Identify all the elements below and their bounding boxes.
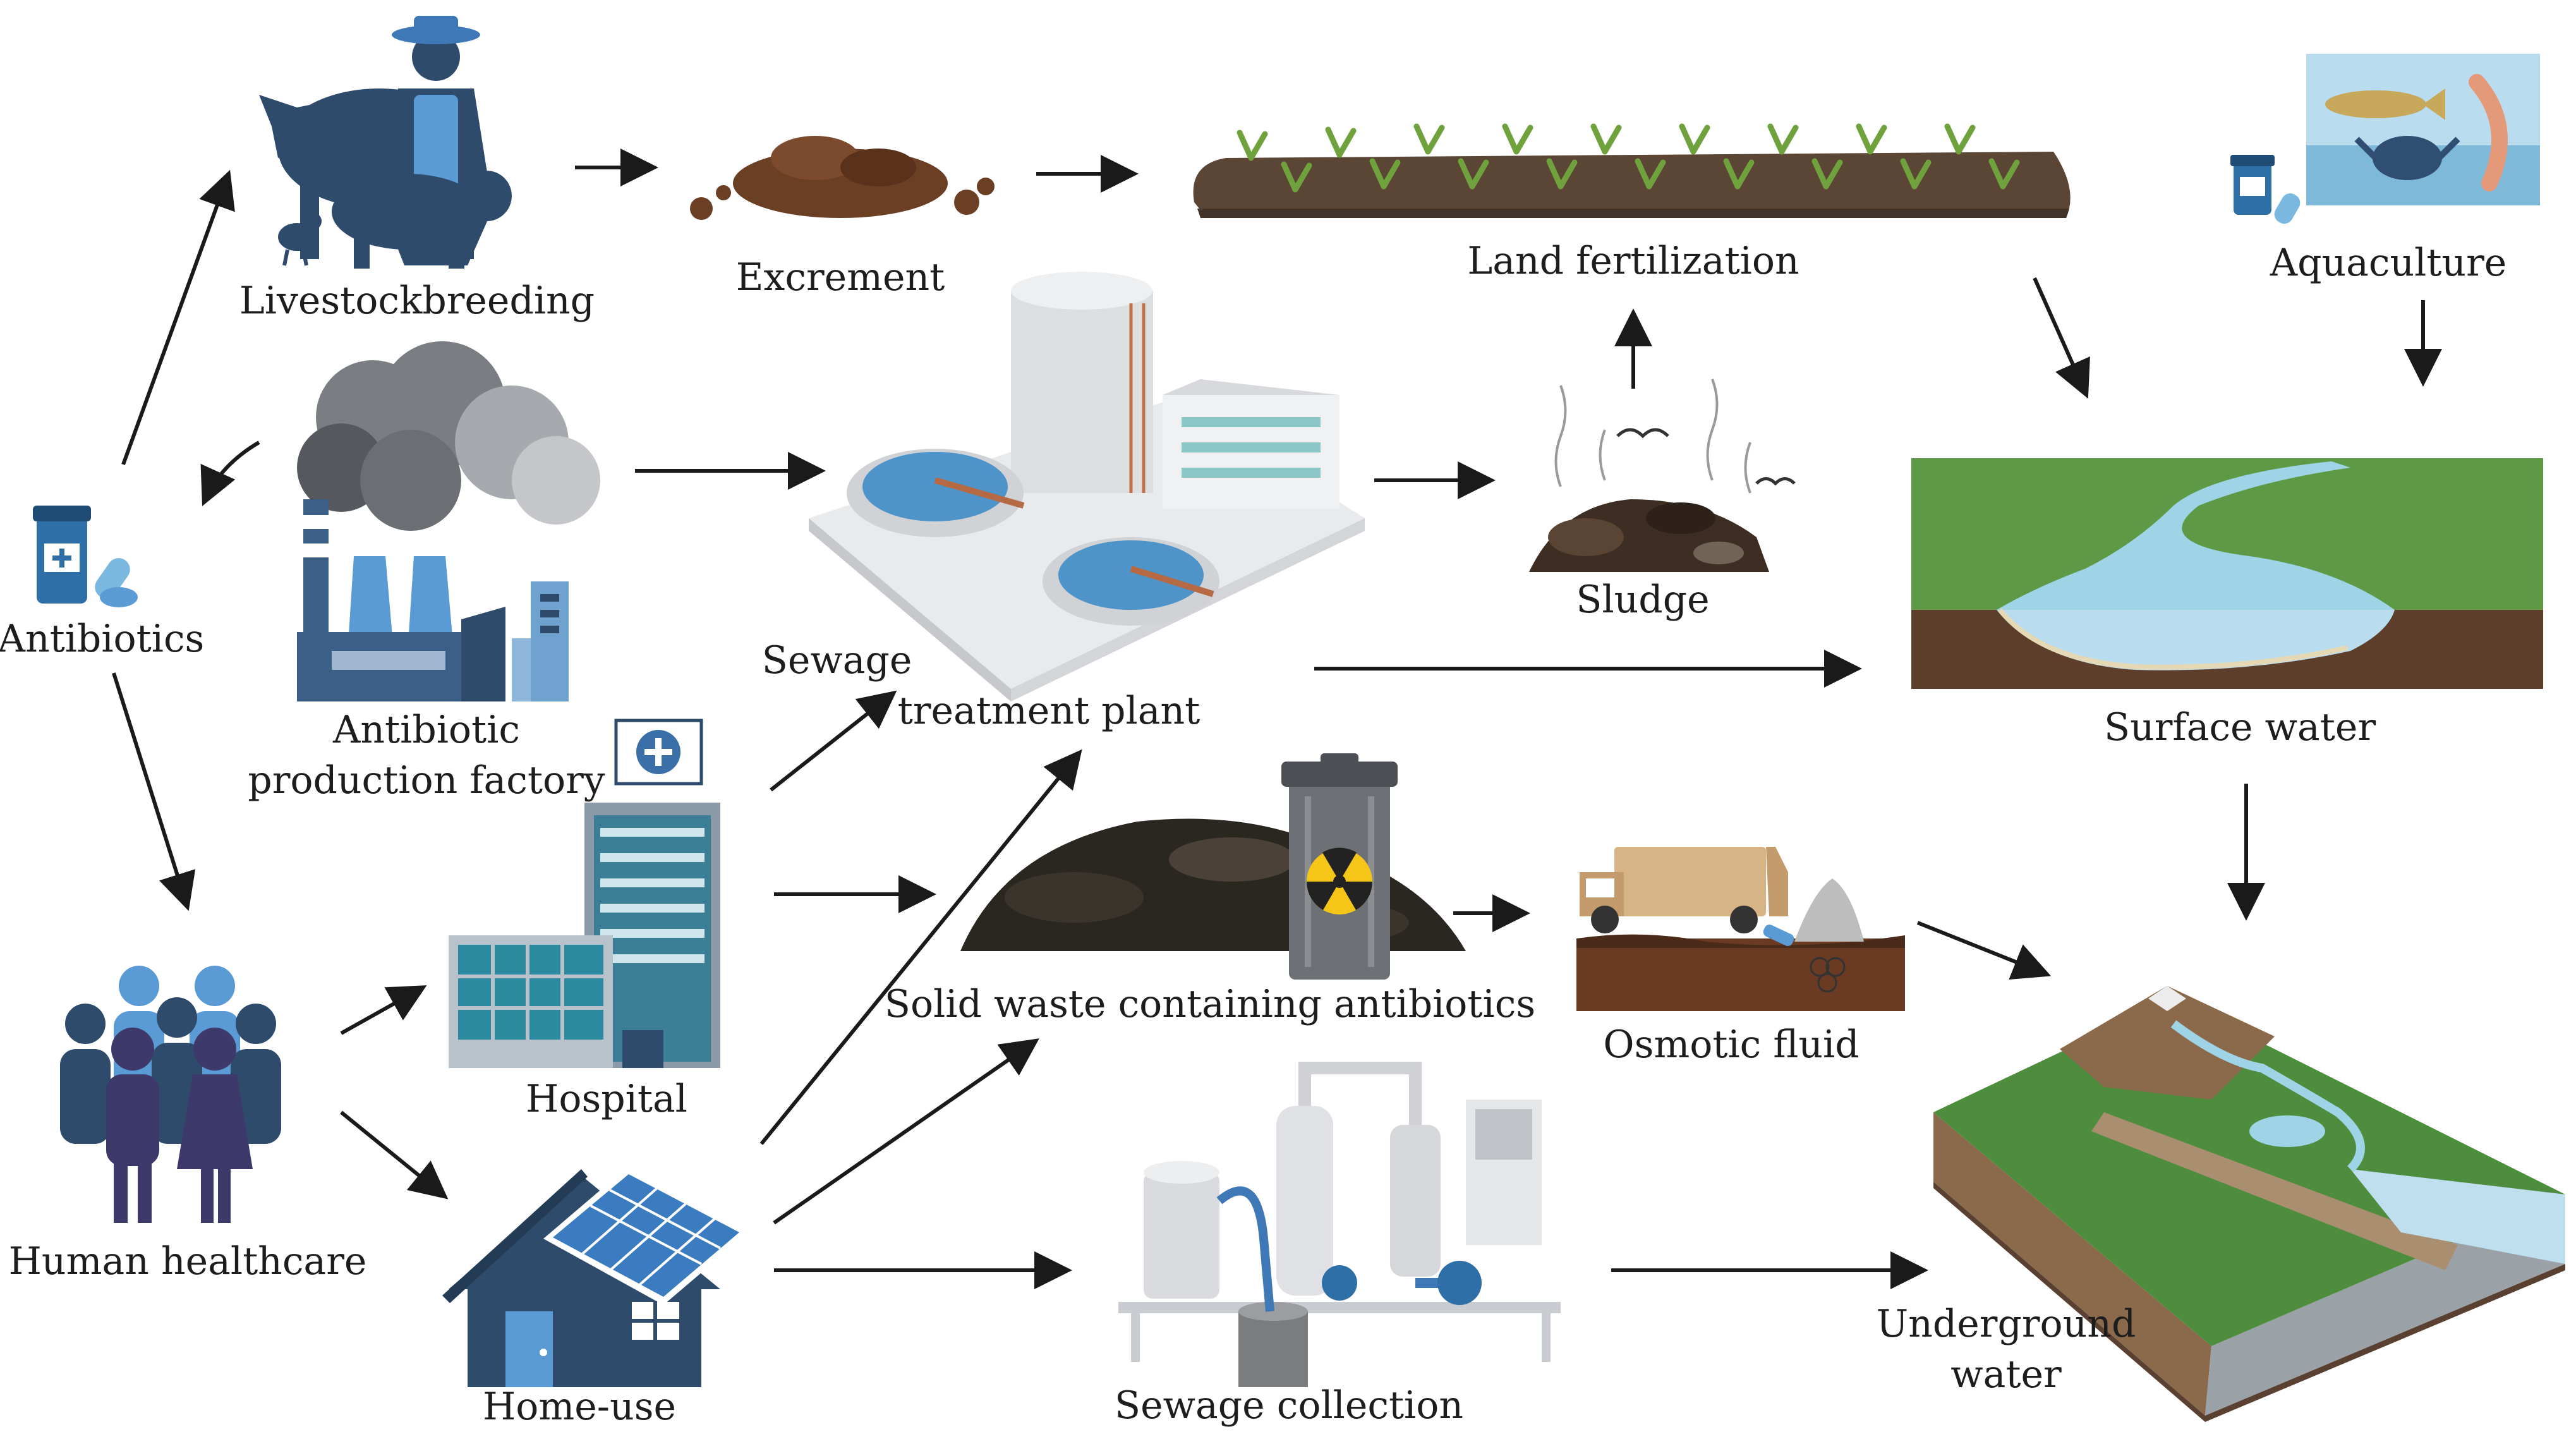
hospital-label: Hospital (526, 1077, 687, 1121)
river-icon (1911, 458, 2543, 689)
sludge-icon (1529, 379, 1796, 572)
arrow-osmotic-to-underground (1916, 921, 2052, 980)
factory-label-line1: Antibiotic (333, 708, 520, 752)
sewage-machine-icon (1118, 1062, 1561, 1387)
underground-label-line2: water (1950, 1352, 2062, 1397)
arrow-land-to-surface (2033, 277, 2090, 399)
house-icon (442, 1166, 749, 1387)
arrow-factory-to-antibiotics (200, 440, 260, 506)
sewage-plant-label: Sewage treatment plant (762, 635, 1200, 736)
livestock-label: Livestockbreeding (239, 279, 595, 323)
solid-waste-label: Solid waste containing antibiotics (884, 982, 1536, 1026)
human-healthcare-label: Human healthcare (8, 1239, 367, 1284)
factory-label: Antibiotic production factory (248, 705, 605, 806)
sewage-plant-label-line1: Sewage (761, 638, 912, 683)
arrow-antibiotics-to-human (112, 672, 196, 911)
treatment-plant-icon (809, 272, 1365, 701)
arrow-home-to-waste (773, 1038, 1039, 1225)
factory-label-line2: production factory (248, 758, 605, 803)
field-icon (1193, 123, 2071, 218)
aquaculture-icon (2230, 54, 2540, 224)
land-fertilization-label: Land fertilization (1467, 239, 1799, 283)
arrow-human-to-home (340, 1110, 449, 1199)
home-use-label: Home-use (482, 1385, 677, 1429)
arrow-antibiotics-to-livestock (121, 169, 235, 466)
sewage-plant-label-line2: treatment plant (897, 689, 1200, 733)
underground-label-line1: Underground (1876, 1302, 2136, 1346)
surface-water-label: Surface water (2103, 705, 2376, 750)
excrement-label: Excrement (735, 255, 945, 300)
terrain-icon (1933, 986, 2565, 1422)
sludge-label: Sludge (1576, 578, 1710, 622)
radioactive-bin-icon (1281, 753, 1398, 980)
livestock-icon (259, 16, 512, 269)
arrow-human-to-hospital (340, 985, 427, 1035)
arrow-home-to-plant (759, 749, 1082, 1145)
aquaculture-label: Aquaculture (2270, 241, 2507, 285)
antibiotics-label: Antibiotics (0, 617, 205, 661)
hospital-icon (449, 719, 720, 1068)
people-icon (60, 966, 281, 1223)
underground-water-label: Underground water (1877, 1299, 2136, 1400)
garbage-truck-icon (1576, 847, 1905, 1011)
osmotic-fluid-label: Osmotic fluid (1603, 1023, 1859, 1067)
excrement-icon (690, 136, 995, 220)
factory-icon (297, 341, 600, 701)
antibiotics-icon (33, 506, 138, 607)
sewage-collection-label: Sewage collection (1114, 1383, 1464, 1428)
arrow-hospital-to-plant (770, 690, 897, 792)
flow-arrows (112, 149, 2442, 1289)
